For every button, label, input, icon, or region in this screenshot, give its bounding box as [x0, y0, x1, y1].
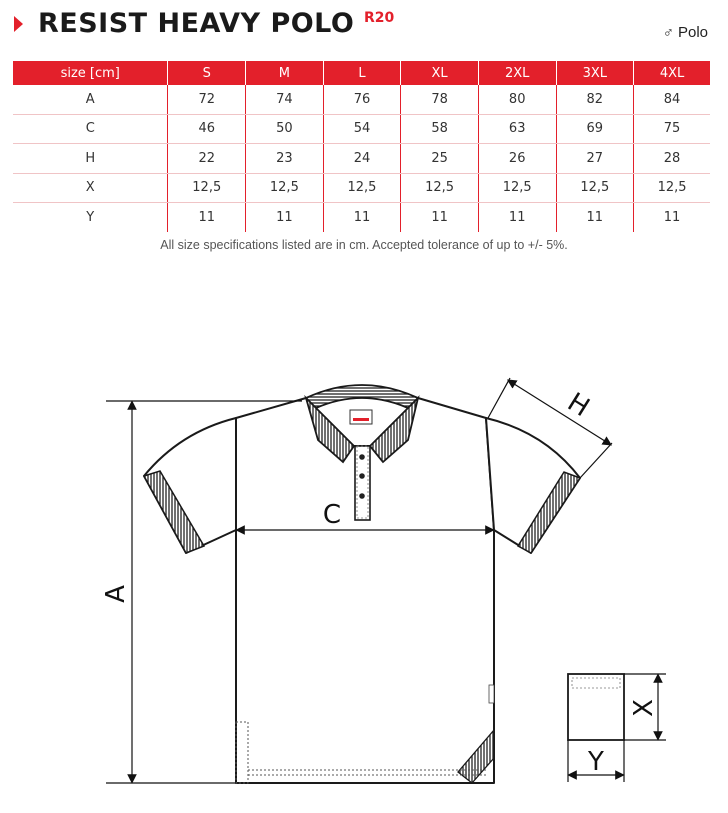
button-icon [359, 473, 365, 479]
table-cell: 25 [400, 143, 479, 174]
size-column-header: L [322, 61, 401, 85]
table-row: H 22 23 24 25 26 27 28 [13, 143, 710, 174]
size-corner-label: size [cm] [13, 61, 168, 85]
table-cell: 69 [555, 114, 634, 144]
table-row: X 12,5 12,5 12,5 12,5 12,5 12,5 12,5 [13, 173, 710, 203]
row-label: H [13, 143, 168, 174]
table-cell: 58 [400, 114, 479, 144]
table-cell: 80 [477, 85, 556, 115]
row-label: C [13, 114, 168, 144]
table-cell: 50 [245, 114, 324, 144]
row-label: Y [86, 209, 95, 225]
label-c: C [323, 500, 341, 530]
table-cell: 84 [633, 85, 710, 115]
table-cell: 12,5 [245, 173, 324, 203]
left-side-vent [235, 721, 249, 784]
dimension-a [106, 400, 302, 784]
table-cell: 11 [555, 202, 634, 232]
table-cell: 74 [245, 85, 324, 115]
gender-label: ♂Polo [663, 24, 708, 41]
table-cell: 11 [400, 202, 479, 232]
table-cell: 12,5 [167, 173, 246, 203]
table-cell: 76 [322, 85, 401, 115]
table-cell: 63 [477, 114, 556, 144]
table-cell: 46 [167, 114, 246, 144]
right-side-tape-label [488, 684, 495, 704]
male-icon: ♂ [662, 24, 674, 41]
size-column-header: XL [400, 61, 479, 85]
table-cell: 22 [167, 143, 246, 174]
table-cell: 11 [245, 202, 324, 232]
table-cell: 54 [322, 114, 401, 144]
size-table: size [cm] S M L XL 2XL 3XL 4XL A 72 74 7… [13, 61, 710, 232]
collar-back [304, 384, 420, 410]
table-cell: 24 [322, 143, 401, 174]
button-icon [359, 454, 365, 460]
size-header-row: size [cm] S M L XL 2XL 3XL 4XL [13, 61, 710, 85]
table-cell: 12,5 [477, 173, 556, 203]
tolerance-note: All size specifications listed are in cm… [160, 238, 568, 252]
gender-text: Polo [677, 24, 708, 41]
table-cell: 72 [167, 85, 246, 115]
table-cell: 11 [633, 202, 710, 232]
table-cell: 12,5 [400, 173, 479, 203]
polo-shirt-outline [143, 397, 581, 784]
neck-label [349, 409, 373, 425]
size-column-header: M [245, 61, 324, 85]
table-cell: 78 [400, 85, 479, 115]
dimension-h [487, 377, 613, 479]
dimension-x [624, 673, 666, 741]
table-cell: 75 [633, 114, 710, 144]
table-cell: 11 [322, 202, 401, 232]
right-side-vent [457, 728, 495, 784]
size-column-header: 3XL [555, 61, 634, 85]
table-cell: 28 [633, 143, 710, 174]
table-cell: 82 [555, 85, 634, 115]
size-column-header: 4XL [633, 61, 710, 85]
label-x: X [629, 699, 659, 717]
collar-left [304, 394, 356, 464]
label-y: Y [587, 747, 604, 777]
page-header: RESIST HEAVY POLO R20 ♂Polo [0, 0, 728, 56]
table-row: A 72 74 76 78 80 82 84 [13, 85, 710, 115]
table-cell: 12,5 [633, 173, 710, 203]
table-cell: 12,5 [322, 173, 401, 203]
title-arrow-icon [14, 16, 23, 32]
collar-right [368, 395, 420, 464]
dimension-y [567, 740, 625, 782]
table-cell: 27 [555, 143, 634, 174]
button-icon [359, 493, 365, 499]
product-code: R20 [364, 10, 395, 26]
table-row: Y 11 11 11 11 11 11 11 [13, 202, 710, 232]
right-sleeve-cuff [516, 471, 582, 554]
table-cell: 12,5 [555, 173, 634, 203]
row-label: X [13, 173, 168, 203]
table-cell: 26 [477, 143, 556, 174]
left-sleeve-cuff [142, 470, 206, 554]
label-a: A [101, 585, 131, 603]
row-label: A [13, 85, 168, 115]
size-column-header: 2XL [477, 61, 556, 85]
table-row: C 46 50 54 58 63 69 75 [13, 114, 710, 144]
table-cell: 23 [245, 143, 324, 174]
table-cell: 11 [477, 202, 556, 232]
product-title: RESIST HEAVY POLO [38, 8, 355, 39]
size-column-header: S [167, 61, 246, 85]
table-cell: 11 [167, 202, 246, 232]
